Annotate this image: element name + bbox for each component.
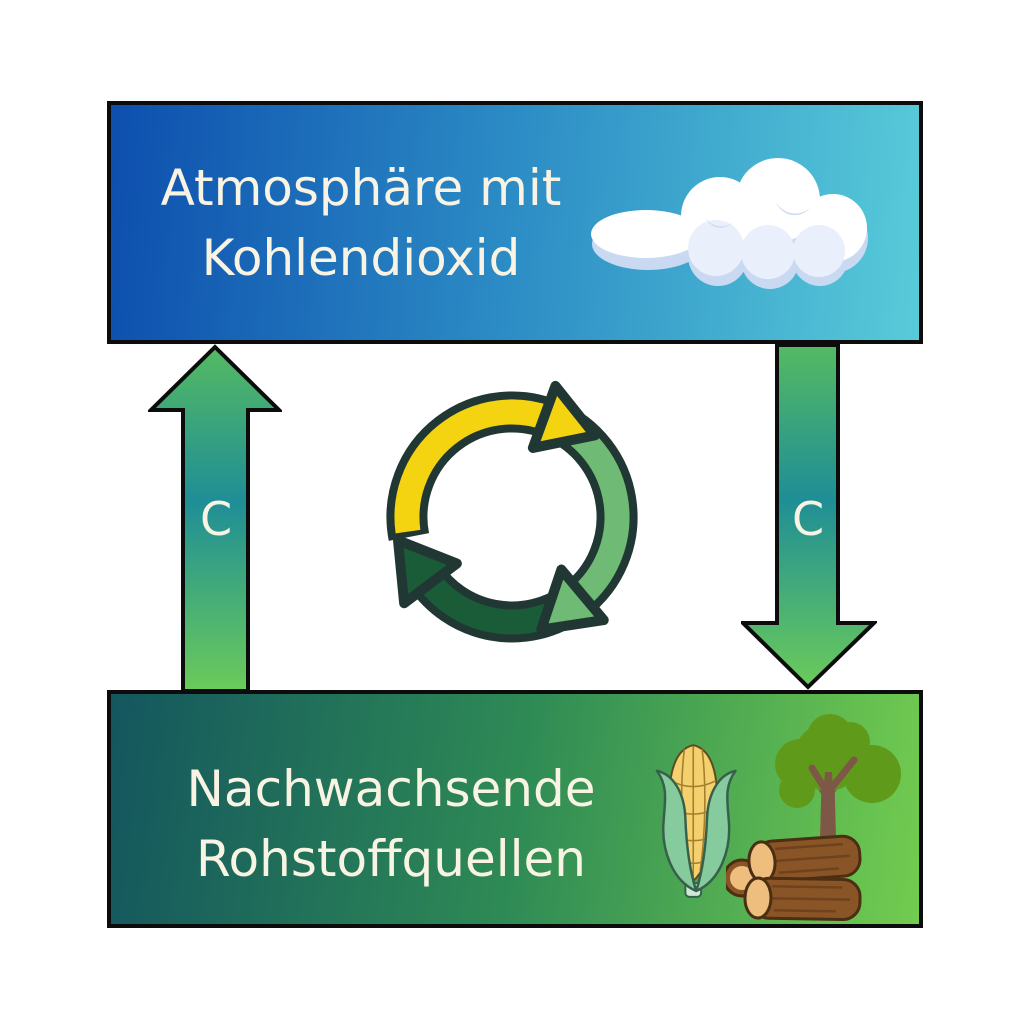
- tree-icon: [775, 714, 901, 840]
- atmosphere-box-label: Atmosphäre mit Kohlendioxid: [111, 153, 611, 293]
- carbon-label-left: C: [199, 492, 233, 546]
- sources-label-line1: Nachwachsende: [186, 760, 596, 818]
- atmosphere-label-line2: Kohlendioxid: [201, 229, 521, 287]
- renewable-sources-box-label: Nachwachsende Rohstoffquellen: [111, 754, 671, 894]
- carbon-label-right: C: [791, 492, 825, 546]
- logs-icon: [726, 834, 862, 922]
- corn-icon: [655, 744, 737, 898]
- atmosphere-label-line1: Atmosphäre mit: [160, 159, 562, 217]
- cloud-icon: [591, 158, 868, 289]
- recycle-cycle-icon: [386, 380, 638, 643]
- sources-label-line2: Rohstoffquellen: [196, 830, 586, 888]
- down-arrow: [741, 344, 877, 690]
